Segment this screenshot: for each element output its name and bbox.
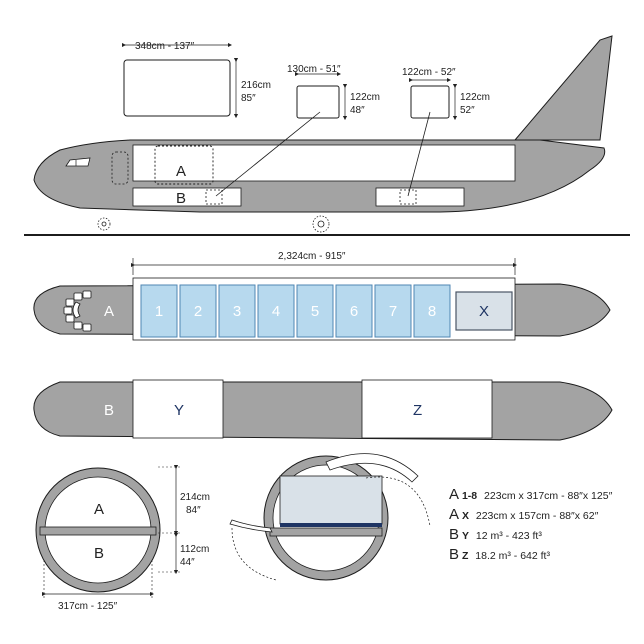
nose-wheel-icon — [97, 217, 111, 231]
spec-row: B Z 18.2 m³ - 642 ft³ — [449, 545, 639, 565]
door-lower-panel — [229, 519, 273, 533]
door-view — [229, 453, 431, 581]
lower-hold-y-label: Y — [174, 402, 184, 419]
lower-height-in: 44″ — [180, 557, 195, 568]
main-wheel-icon — [312, 215, 330, 233]
lower-deck-fuselage — [33, 381, 613, 441]
uld-position-6 — [335, 284, 373, 338]
uld-position-5 — [296, 284, 334, 338]
uld-position-label: 7 — [389, 303, 397, 320]
tail-fin — [513, 35, 613, 141]
door-swing-arc-upper — [365, 476, 431, 527]
spec-detail: 223cm x 157cm - 88″x 62″ — [475, 510, 599, 522]
uld-position-x-label: X — [479, 303, 489, 320]
spec-zone: A — [449, 506, 460, 523]
door-view-floor — [269, 527, 383, 537]
uld-position-x — [455, 291, 513, 331]
specifications-list: A 1-8 223cm x 317cm - 88″x 125″ A X 223c… — [449, 485, 639, 565]
main-door-height-in: 85″ — [241, 93, 256, 104]
uld-position-label: 5 — [311, 303, 319, 320]
lower-hold-aft — [375, 187, 465, 207]
cross-section: A B 214cm 84″ 112cm 44″ 317cm - 125″ — [35, 464, 210, 612]
lower-height-cm: 112cm — [180, 544, 209, 555]
uld-position-label: 2 — [194, 303, 202, 320]
spec-row: A X 223cm x 157cm - 88″x 62″ — [449, 505, 639, 525]
uld-position-label: 3 — [233, 303, 241, 320]
spec-row: A 1-8 223cm x 317cm - 88″x 125″ — [449, 485, 639, 505]
leader-line-2 — [407, 111, 431, 197]
cockpit-windows — [65, 157, 91, 167]
upper-height-in: 84″ — [186, 505, 201, 516]
spec-detail: 12 m³ - 423 ft³ — [475, 530, 542, 542]
door-view-opening — [279, 475, 383, 525]
door-open-panel — [325, 453, 419, 483]
cross-section-upper-zone: A — [94, 501, 104, 518]
main-deck-zone-label: A — [104, 303, 114, 320]
lower-hold-z-label: Z — [413, 402, 422, 419]
cross-section-width-label: 317cm - 125″ — [58, 601, 118, 612]
main-deck-length-label: 2,324cm - 915″ — [278, 251, 346, 262]
pallet-two-height-in: 52″ — [460, 105, 475, 116]
spec-detail: 223cm x 317cm - 88″x 125″ — [484, 490, 613, 502]
lower-deck-zone-label: B — [104, 402, 114, 419]
pallet-two-box — [410, 85, 450, 119]
spec-row: B Y 12 m³ - 423 ft³ — [449, 525, 639, 545]
lower-hold-z — [361, 379, 493, 439]
spec-id: Y — [461, 530, 469, 542]
leader-line-1 — [215, 111, 321, 197]
spec-zone: B — [449, 546, 460, 563]
uld-position-2 — [179, 284, 217, 338]
uld-position-label: 1 — [155, 303, 163, 320]
main-cargo-door-outline — [154, 145, 214, 185]
uld-position-label: 8 — [428, 303, 436, 320]
uld-position-3 — [218, 284, 256, 338]
uld-position-label: 6 — [350, 303, 358, 320]
pallet-two-width-label: 122cm - 52″ — [402, 67, 456, 78]
pallet-one-height-cm: 122cm — [350, 92, 380, 103]
spec-detail: 18.2 m³ - 642 ft³ — [475, 550, 550, 562]
uld-position-label: 4 — [272, 303, 280, 320]
spec-id: 1-8 — [461, 490, 478, 502]
side-zone-b-label: B — [176, 190, 186, 207]
spec-id: X — [461, 510, 469, 522]
spec-zone: B — [449, 526, 460, 543]
front-door — [111, 151, 129, 185]
upper-height-cm: 214cm — [180, 492, 210, 503]
pallet-one-width-label: 130cm - 51″ — [287, 64, 341, 75]
main-door-height-cm: 216cm — [241, 80, 271, 91]
main-door-width-label: 348cm - 137″ — [135, 41, 195, 52]
lower-door-fwd-outline — [205, 189, 223, 205]
pallet-one-height-in: 48″ — [350, 105, 365, 116]
cross-section-floor — [39, 526, 157, 536]
spec-id: Z — [461, 550, 469, 562]
uld-position-4 — [257, 284, 295, 338]
side-view: A B 348cm - 137″ 216cm 85″ 130cm - 51″ 1… — [24, 35, 630, 236]
cross-section-lower-zone: B — [94, 545, 104, 562]
lower-hold-fwd — [132, 187, 242, 207]
pallet-one-box — [296, 85, 340, 119]
pallet-two-height-cm: 122cm — [460, 92, 490, 103]
cockpit-seats-icon — [63, 290, 92, 332]
uld-position-7 — [374, 284, 412, 338]
main-deck-plan: 2,324cm - 915″ A 1 2 3 4 5 6 7 8 X — [33, 251, 611, 341]
lower-deck-plan: B Y Z — [33, 379, 613, 441]
main-deck-strip — [132, 144, 516, 182]
uld-position-8 — [413, 284, 451, 338]
lower-door-aft-outline — [399, 189, 417, 205]
uld-positions: 1 2 3 4 5 6 7 8 — [140, 284, 451, 338]
lower-hold-y — [132, 379, 224, 439]
spec-zone: A — [449, 486, 460, 503]
main-door-box — [123, 59, 231, 117]
side-zone-a-label: A — [176, 163, 186, 180]
uld-position-1 — [140, 284, 178, 338]
door-view-sill — [280, 523, 382, 527]
